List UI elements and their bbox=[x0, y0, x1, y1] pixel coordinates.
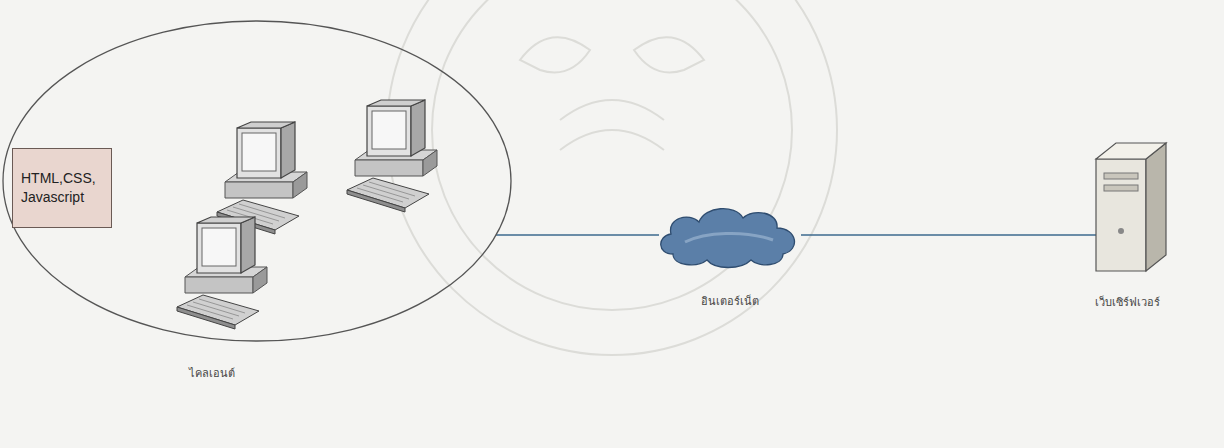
internet-cloud bbox=[655, 202, 805, 268]
ellipse-node: ไคลเอนต์HTML,CSS, Javascript bbox=[2, 20, 512, 342]
code-box: HTML,CSS, Javascript bbox=[12, 148, 112, 228]
node-caption: อินเตอร์เน็ต bbox=[701, 292, 759, 310]
server-node: เว็บเซิร์ฟเวอร์ bbox=[1082, 135, 1172, 275]
web-server-icon bbox=[1082, 135, 1172, 275]
network-link bbox=[496, 234, 659, 236]
network-link bbox=[801, 234, 1096, 236]
cloud-node: อินเตอร์เน็ต bbox=[655, 202, 805, 268]
node-caption: ไคลเอนต์ bbox=[189, 364, 235, 382]
node-caption: เว็บเซิร์ฟเวอร์ bbox=[1095, 293, 1160, 311]
box-label: HTML,CSS, Javascript bbox=[21, 169, 103, 207]
